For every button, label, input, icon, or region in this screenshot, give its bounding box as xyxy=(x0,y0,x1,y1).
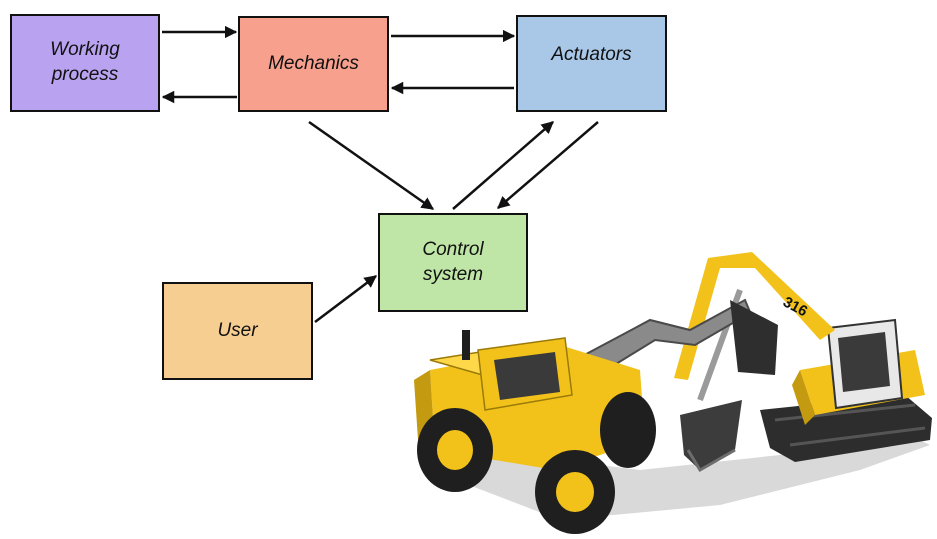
edge-actuators-to-control xyxy=(497,121,599,209)
wheel-loader xyxy=(414,298,778,534)
edge-mechanics-to-control xyxy=(308,120,435,211)
loader-bucket xyxy=(730,300,778,375)
node-mechanics-label: Mechanics xyxy=(268,52,359,74)
loader-wheel-far xyxy=(600,392,656,468)
node-control-system-line-2: system xyxy=(422,263,484,285)
node-mechanics: Mechanics xyxy=(238,16,389,112)
excavator-boom xyxy=(674,252,835,380)
edge-control-to-actuators xyxy=(452,121,554,210)
node-actuators: Actuators xyxy=(516,15,667,112)
excavator-bucket xyxy=(680,400,742,470)
node-control-system: Control system xyxy=(378,213,528,312)
loader-exhaust xyxy=(462,330,470,360)
node-control-system-line-1: Control xyxy=(422,238,484,260)
excavator: 316 xyxy=(674,252,932,473)
node-user: User xyxy=(162,282,313,380)
node-working-process: Working process xyxy=(10,14,160,112)
node-working-process-line-1: Working xyxy=(50,39,120,61)
loader-wheel-rear xyxy=(417,408,493,492)
edge-user-to-control xyxy=(314,275,377,323)
node-working-process-line-2: process xyxy=(51,64,119,85)
loader-wheel-front xyxy=(535,450,615,534)
node-actuators-label: Actuators xyxy=(551,44,632,66)
node-user-label: User xyxy=(217,319,258,341)
